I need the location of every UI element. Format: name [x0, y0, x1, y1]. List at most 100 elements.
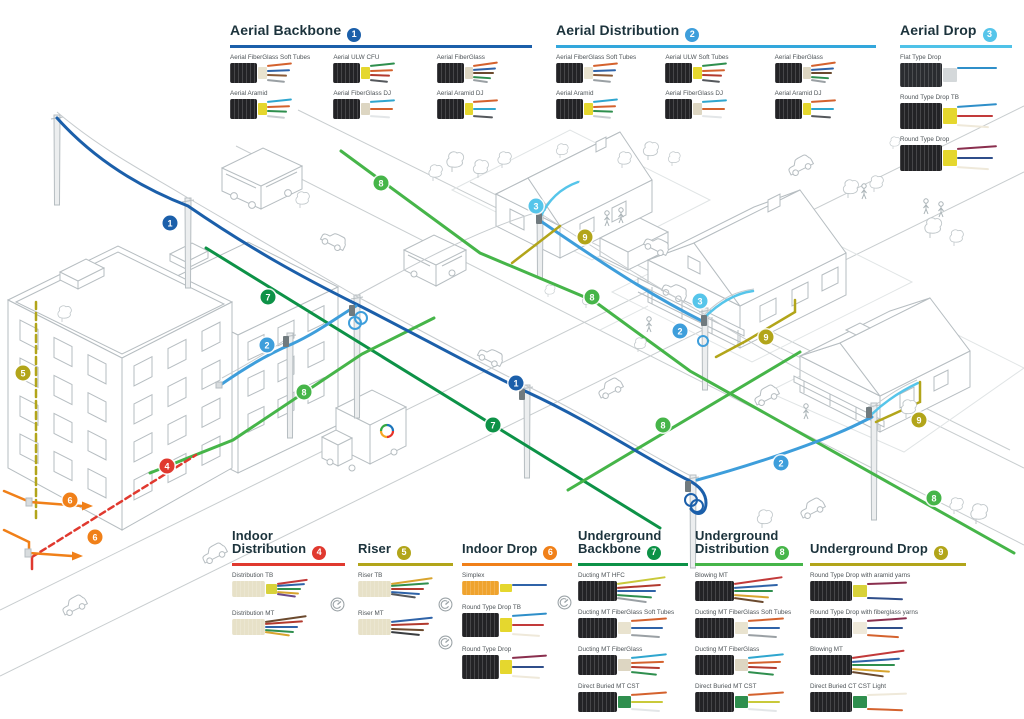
circle-gauge-icon: [438, 635, 453, 655]
cable-item: Round Type Drop with fiberglass yarns: [810, 609, 966, 639]
panel-number-badge: 9: [933, 546, 948, 560]
scene-badge-2: 2: [672, 323, 688, 339]
cable-item-label: Aerial Aramid: [556, 90, 594, 97]
scene-badge-3: 3: [528, 198, 544, 214]
cable-image-duct-hfc: [578, 576, 670, 604]
cable-item: Ducting MT FiberGlass Soft Tubes: [578, 609, 688, 639]
cable-image-duct-fg: [695, 653, 787, 676]
cable-item-label: Round Type Drop with aramid yarns: [810, 572, 911, 579]
scene-badge-7: 7: [485, 417, 501, 433]
cable-item: Flat Type Drop: [900, 54, 1012, 87]
cable-item-label: Round Type Drop: [462, 646, 512, 653]
tree: [497, 151, 512, 168]
cable-image-aerial-fg: [436, 61, 501, 84]
panel-number-badge: 8: [775, 546, 790, 560]
cable-item: Aerial FiberGlass: [436, 54, 532, 84]
cable-image-aerial-ulw: [665, 62, 729, 83]
cable-item: Ducting MT FiberGlass Soft Tubes: [695, 609, 803, 639]
scene-badge-3: 3: [692, 293, 708, 309]
tree: [949, 229, 964, 246]
car: [800, 497, 827, 520]
cable-item-label: Blowing MT: [695, 572, 728, 579]
cable-image-aerial-aramid-dj: [774, 99, 839, 119]
house-3: [793, 297, 971, 433]
tree: [668, 151, 681, 166]
tree: [924, 217, 943, 238]
cable-item: Round Type Drop: [462, 646, 572, 679]
pedestrian: [618, 207, 624, 224]
scene-badge-9: 9: [577, 229, 593, 245]
cable-item: Ducting MT FiberGlass: [578, 646, 688, 676]
cable-item-label: Ducting MT FiberGlass Soft Tubes: [695, 609, 792, 616]
cable-image-blowing-mt: [695, 576, 787, 604]
cable-image-dist-mt: [232, 614, 310, 637]
circle-gauge-icon: [557, 595, 572, 615]
cable-image-duct-fg-soft: [695, 617, 787, 639]
trees: [57, 136, 989, 528]
panel-title: Underground: [578, 527, 662, 543]
aerial-backbone-cable: [55, 116, 708, 515]
cable-item-label: Aerial FiberGlass: [774, 54, 823, 61]
cable-item: Aerial ULW Soft Tubes: [665, 54, 766, 83]
cable-image-riser-mt: [358, 616, 436, 637]
cable-item: Simplex: [462, 572, 572, 610]
cable-arrows: [72, 501, 93, 561]
cable-image-drop-aramid: [810, 581, 910, 601]
scene-badge-2: 2: [259, 337, 275, 353]
aerial-distribution-cable: [217, 304, 358, 388]
cable-item: Blowing MT: [810, 646, 966, 678]
cable-item-label: Distribution TB: [232, 572, 274, 579]
pedestrian: [861, 183, 867, 200]
cable-image-round-drop: [900, 144, 1000, 171]
scene-badge-1: 1: [508, 375, 524, 391]
tree: [446, 151, 465, 172]
tree: [634, 337, 647, 352]
panel-underline: [358, 563, 453, 566]
cable-image-drop-fg: [810, 617, 910, 639]
cable-item: Aerial ULW CFU: [333, 54, 428, 83]
pedestrian: [923, 198, 929, 215]
cable-item: Aerial FiberGlass Soft Tubes: [230, 54, 325, 83]
cable-item-label: Aerial FiberGlass Soft Tubes: [556, 54, 637, 61]
scene-badge-5: 5: [15, 365, 31, 381]
scene-badge-1: 1: [162, 215, 178, 231]
cable-item-label: Direct Buried MT CST: [578, 683, 640, 690]
cable-item-label: Flat Type Drop: [900, 54, 942, 61]
cable-item: Riser MT: [358, 610, 453, 650]
service-truck: [320, 389, 408, 472]
panel-number-badge: 1: [347, 28, 362, 42]
tree: [869, 175, 884, 192]
camper-van: [402, 234, 468, 287]
cable-image-blowing-mt: [810, 649, 910, 678]
panel-underline: [230, 45, 532, 48]
utility-poles: [50, 114, 881, 569]
scene-badge-8: 8: [373, 175, 389, 191]
car: [788, 154, 815, 177]
scene-badge-8: 8: [584, 289, 600, 305]
cable-item: Aerial FiberGlass DJ: [333, 90, 428, 119]
cable-image-buried-cst: [578, 691, 670, 713]
cable-image-simplex: [462, 581, 550, 595]
cable-image-flat-drop: [900, 63, 1000, 87]
cable-item-label: Riser TB: [358, 572, 383, 579]
cable-item-label: Aerial ULW CFU: [333, 54, 380, 61]
cable-item: Round Type Drop with aramid yarns: [810, 572, 966, 601]
splice-closures: [283, 213, 872, 492]
cable-item-label: Ducting MT FiberGlass: [695, 646, 760, 653]
tree: [57, 305, 72, 322]
cable-item: Direct Buried MT CST: [578, 683, 688, 713]
pedestrian: [604, 210, 610, 227]
cable-item: Aerial FiberGlass DJ: [665, 90, 766, 119]
cable-item-label: Aerial Aramid DJ: [774, 90, 822, 97]
car: [642, 238, 669, 257]
